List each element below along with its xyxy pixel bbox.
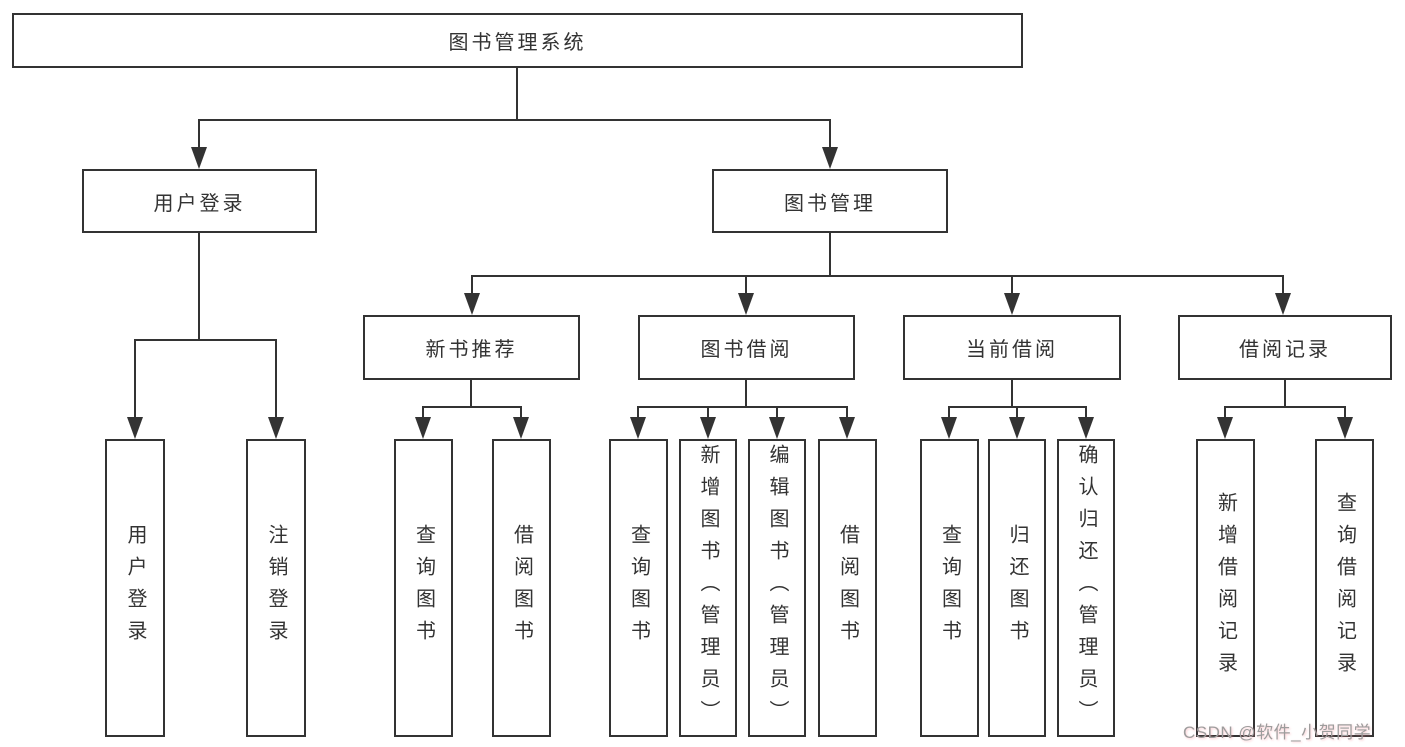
connector-line <box>134 339 136 419</box>
arrow-down-icon <box>941 417 957 439</box>
arrow-down-icon <box>769 417 785 439</box>
arrow-down-icon <box>630 417 646 439</box>
connector-line <box>520 406 522 419</box>
arrow-down-icon <box>1275 293 1291 315</box>
connector-line <box>471 275 1284 277</box>
connector-line <box>1344 406 1346 419</box>
arrow-down-icon <box>1337 417 1353 439</box>
node-book-borrowing: 图书借阅 <box>638 315 855 380</box>
arrow-down-icon <box>127 417 143 439</box>
arrow-down-icon <box>268 417 284 439</box>
node-library-system: 图书管理系统 <box>12 13 1023 68</box>
leaf-borrow-borrow-books: 借阅图书 <box>818 439 877 737</box>
arrow-down-icon <box>1009 417 1025 439</box>
connector-line <box>198 119 831 121</box>
connector-line <box>948 406 950 419</box>
leaf-current-confirm-return-admin: 确认归还（管理员） <box>1057 439 1115 737</box>
connector-line <box>1011 275 1013 295</box>
connector-line <box>516 68 518 119</box>
arrow-down-icon <box>700 417 716 439</box>
arrow-down-icon <box>464 293 480 315</box>
connector-line <box>637 406 848 408</box>
arrow-down-icon <box>1004 293 1020 315</box>
connector-line <box>829 233 831 275</box>
node-new-book-recommend: 新书推荐 <box>363 315 580 380</box>
connector-line <box>745 275 747 295</box>
connector-line <box>776 406 778 419</box>
node-book-management: 图书管理 <box>712 169 948 233</box>
connector-line <box>846 406 848 419</box>
connector-line <box>1224 406 1226 419</box>
leaf-borrow-query-books: 查询图书 <box>609 439 668 737</box>
connector-line <box>198 233 200 339</box>
arrow-down-icon <box>1217 417 1233 439</box>
connector-line <box>1085 406 1087 419</box>
csdn-watermark: CSDN @软件_小贺同学 <box>1183 723 1372 742</box>
arrow-down-icon <box>191 147 207 169</box>
connector-line <box>470 380 472 406</box>
connector-line <box>471 275 473 295</box>
node-current-borrowing: 当前借阅 <box>903 315 1121 380</box>
arrow-down-icon <box>415 417 431 439</box>
connector-line <box>1016 406 1018 419</box>
connector-line <box>1282 275 1284 295</box>
connector-line <box>275 339 277 419</box>
leaf-newrec-query-books: 查询图书 <box>394 439 453 737</box>
leaf-current-return-books: 归还图书 <box>988 439 1046 737</box>
connector-line <box>745 380 747 406</box>
leaf-current-query-books: 查询图书 <box>920 439 979 737</box>
connector-line <box>637 406 639 419</box>
arrow-down-icon <box>839 417 855 439</box>
connector-line <box>134 339 277 341</box>
leaf-records-query-record: 查询借阅记录 <box>1315 439 1374 737</box>
leaf-logout: 注销登录 <box>246 439 306 737</box>
leaf-borrow-edit-books-admin: 编辑图书（管理员） <box>748 439 806 737</box>
connector-line <box>829 119 831 149</box>
connector-line <box>707 406 709 419</box>
connector-line <box>198 119 200 149</box>
connector-line <box>1284 380 1286 406</box>
arrow-down-icon <box>513 417 529 439</box>
node-user-login: 用户登录 <box>82 169 317 233</box>
connector-line <box>422 406 522 408</box>
arrow-down-icon <box>1078 417 1094 439</box>
leaf-user-login: 用户登录 <box>105 439 165 737</box>
node-borrow-records: 借阅记录 <box>1178 315 1392 380</box>
connector-line <box>422 406 424 419</box>
leaf-borrow-add-books-admin: 新增图书（管理员） <box>679 439 737 737</box>
leaf-newrec-borrow-books: 借阅图书 <box>492 439 551 737</box>
connector-line <box>1011 380 1013 406</box>
connector-line <box>1224 406 1346 408</box>
leaf-records-add-record: 新增借阅记录 <box>1196 439 1255 737</box>
arrow-down-icon <box>738 293 754 315</box>
arrow-down-icon <box>822 147 838 169</box>
